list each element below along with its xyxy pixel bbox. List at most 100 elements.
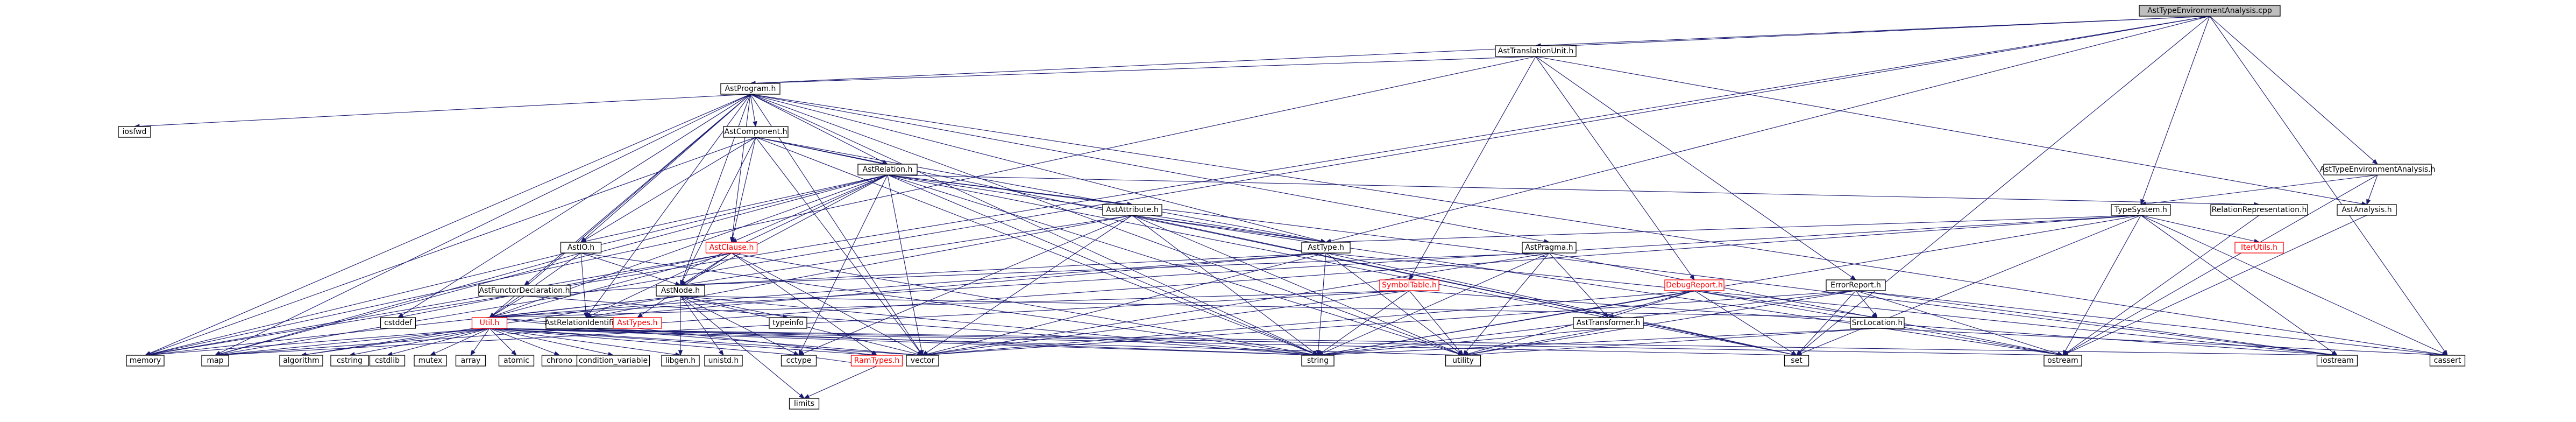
node-box: [2429, 355, 2466, 367]
node-label: AstAnalysis.h: [2341, 206, 2392, 214]
node-tsys[interactable]: TypeSystem.h: [2111, 204, 2171, 216]
node-afunc[interactable]: AstFunctorDeclaration.h: [478, 285, 571, 297]
node-iterutils[interactable]: IterUtils.h: [2234, 242, 2284, 254]
node-string[interactable]: string: [1301, 355, 1335, 367]
node-atrans[interactable]: AstTransformer.h: [1573, 317, 1644, 329]
node-label: Util.h: [480, 319, 500, 327]
node-asttypes[interactable]: AstTypes.h: [613, 317, 662, 329]
node-box: [2323, 164, 2432, 175]
node-label: SymbolTable.h: [1382, 281, 1437, 290]
node-algorithm[interactable]: algorithm: [279, 355, 323, 367]
node-box: [1573, 317, 1644, 329]
node-aio[interactable]: AstIO.h: [560, 242, 602, 254]
node-aattr[interactable]: AstAttribute.h: [1102, 204, 1162, 216]
edge-ap-to-cstddef: [397, 94, 751, 318]
node-utility[interactable]: utility: [1445, 355, 1481, 367]
node-cassert[interactable]: cassert: [2429, 355, 2466, 367]
node-box: [1826, 279, 1886, 291]
node-condvar[interactable]: condition_variable: [576, 355, 650, 367]
node-label: set: [1791, 356, 1803, 365]
node-box: [906, 355, 939, 367]
node-label: condition_variable: [579, 356, 648, 365]
node-aclause[interactable]: AstClause.h: [705, 242, 758, 254]
node-atomic[interactable]: atomic: [498, 355, 535, 367]
node-acomp[interactable]: AstComponent.h: [723, 126, 789, 138]
node-ostream[interactable]: ostream: [2043, 355, 2082, 367]
node-vector[interactable]: vector: [906, 355, 939, 367]
node-relrep[interactable]: RelationRepresentation.h: [2210, 204, 2308, 216]
node-box: [661, 355, 700, 367]
node-util[interactable]: Util.h: [471, 317, 508, 329]
node-limits[interactable]: limits: [789, 398, 820, 410]
node-anode[interactable]: AstNode.h: [656, 285, 705, 297]
node-err[interactable]: ErrorReport.h: [1826, 279, 1886, 291]
node-box: [118, 126, 151, 138]
edge-asttypes-to-ramtypes: [637, 328, 878, 357]
edge-root-to-cassert: [2209, 16, 2448, 356]
node-mutex[interactable]: mutex: [414, 355, 447, 367]
node-box: [478, 285, 571, 297]
edge-util-to-array: [470, 328, 490, 356]
node-label: algorithm: [283, 356, 320, 365]
node-memory[interactable]: memory: [126, 355, 165, 367]
node-label: AstTypes.h: [617, 319, 657, 327]
node-label: AstFunctorDeclaration.h: [479, 286, 570, 295]
node-atype[interactable]: AstType.h: [1301, 242, 1351, 254]
node-label: ostream: [2047, 356, 2078, 365]
node-ramtypes[interactable]: RamTypes.h: [850, 355, 903, 367]
node-ap[interactable]: AstProgram.h: [720, 83, 780, 95]
node-array[interactable]: array: [455, 355, 486, 367]
node-iosfwd[interactable]: iosfwd: [118, 126, 151, 138]
node-iostream[interactable]: iostream: [2316, 355, 2358, 367]
node-box: [857, 164, 918, 175]
node-ana[interactable]: AstAnalysis.h: [2337, 204, 2397, 216]
edge-ati-to-dbg: [1535, 56, 1695, 281]
node-box: [780, 355, 817, 367]
edge-ati-to-err: [1535, 56, 1857, 280]
edge-atype-to-utility: [1325, 252, 1464, 356]
edge-util-to-chrono: [489, 328, 560, 356]
node-ati[interactable]: AstTranslationUnit.h: [1495, 45, 1577, 57]
node-map[interactable]: map: [201, 355, 229, 367]
node-cstdlib[interactable]: cstdlib: [369, 355, 406, 367]
edges-layer: [133, 16, 2449, 399]
node-root: AstTypeEnvironmentAnalysis.cpp: [2139, 5, 2281, 17]
node-box: [1445, 355, 1481, 367]
node-typeinfo[interactable]: typeinfo: [769, 317, 807, 329]
node-arelid[interactable]: AstRelationIdentifier.h: [545, 317, 628, 329]
node-label: libgen.h: [665, 356, 696, 365]
edge-dbg-to-atrans: [1607, 290, 1695, 319]
node-chrono[interactable]: chrono: [541, 355, 578, 367]
node-box: [1850, 317, 1905, 329]
node-atea[interactable]: AstTypeEnvironmentAnalysis.h: [2320, 164, 2436, 175]
node-label: AstProgram.h: [725, 85, 776, 93]
node-dbg[interactable]: DebugReport.h: [1664, 279, 1725, 291]
node-box: [704, 355, 743, 367]
node-box: [498, 355, 535, 367]
edge-root-to-map: [214, 16, 2210, 357]
node-srcloc[interactable]: SrcLocation.h: [1850, 317, 1905, 329]
edge-err-to-set: [1796, 290, 1856, 356]
node-arel[interactable]: AstRelation.h: [857, 164, 918, 175]
node-cstddef[interactable]: cstddef: [380, 317, 416, 329]
node-apragma[interactable]: AstPragma.h: [1522, 242, 1577, 254]
node-set[interactable]: set: [1784, 355, 1809, 367]
edge-aclause-to-anode: [679, 252, 732, 286]
node-cctype[interactable]: cctype: [780, 355, 817, 367]
node-label: cctype: [786, 356, 812, 365]
node-label: AstTranslationUnit.h: [1498, 47, 1573, 55]
edge-ramtypes-to-limits: [803, 365, 877, 399]
node-unistd[interactable]: unistd.h: [704, 355, 743, 367]
node-label: cstdlib: [375, 356, 400, 365]
edge-acomp-to-aio: [580, 137, 756, 243]
edge-acomp-to-string: [755, 137, 1319, 356]
node-cstring[interactable]: cstring: [330, 355, 369, 367]
node-label: cstddef: [384, 319, 413, 327]
edge-root-to-ap: [749, 16, 2210, 86]
node-label: AstType.h: [1308, 243, 1344, 252]
node-symtab[interactable]: SymbolTable.h: [1379, 279, 1439, 291]
edge-aclause-to-ramtypes: [731, 252, 878, 356]
node-libgen[interactable]: libgen.h: [661, 355, 700, 367]
node-box: [2234, 242, 2284, 254]
edge-aio-to-arelid: [580, 252, 588, 319]
